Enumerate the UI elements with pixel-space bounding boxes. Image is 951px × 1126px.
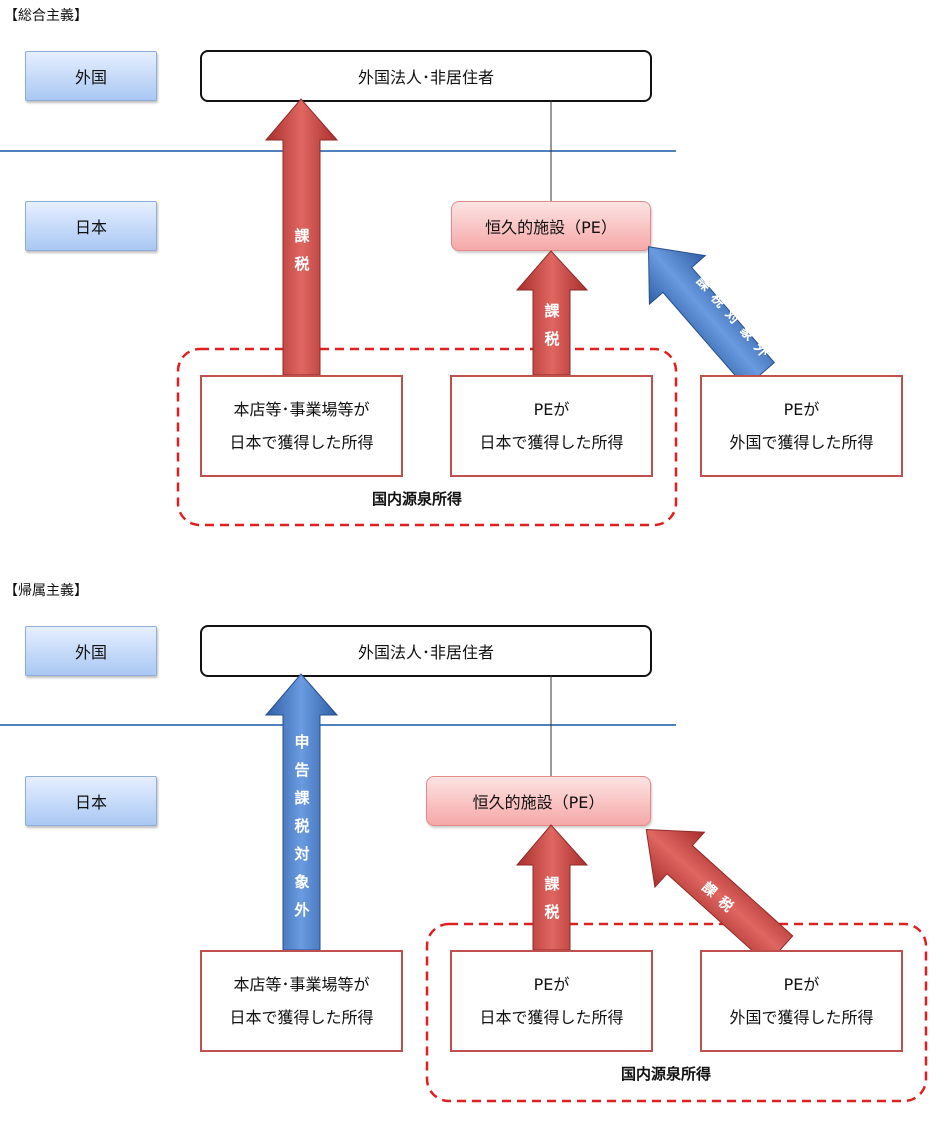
foreign-entity-box: 外国法人･非居住者	[200, 50, 652, 102]
foreign-entity-box: 外国法人･非居住者	[200, 625, 652, 677]
income-line2: 日本で獲得した所得	[229, 433, 374, 452]
income-box-pe-foreign: PEが 外国で獲得した所得	[700, 950, 903, 1052]
section-title-kizoku: 【帰属主義】	[4, 583, 88, 599]
domestic-source-label: 国内源泉所得	[372, 490, 463, 508]
tax-arrow-pe-foreign	[645, 829, 794, 965]
region-foreign: 外国	[25, 51, 157, 101]
section-title-sogo: 【総合主義】	[4, 8, 88, 24]
arrow-label-tax-1: 課税	[294, 227, 310, 273]
region-japan: 日本	[25, 776, 157, 826]
income-line2: 日本で獲得した所得	[479, 433, 624, 452]
diagram-graphics-sogo	[0, 98, 776, 527]
income-line1: PEが	[783, 975, 820, 994]
domestic-source-group	[176, 347, 678, 527]
diagram-graphics-kizoku	[0, 673, 928, 1103]
income-box-pe-foreign: PEが 外国で獲得した所得	[700, 375, 903, 477]
region-foreign: 外国	[25, 626, 157, 676]
tax-arrow-pe-japan	[515, 250, 589, 376]
income-box-pe-japan: PEが 日本で獲得した所得	[450, 375, 653, 477]
income-line2: 外国で獲得した所得	[729, 433, 874, 452]
income-line1: PEが	[783, 400, 820, 419]
pe-box: 恒久的施設（PE）	[426, 776, 651, 826]
region-japan: 日本	[25, 201, 157, 251]
non-tax-arrow-pe-foreign	[647, 246, 776, 389]
domestic-source-group	[425, 922, 928, 1103]
income-line2: 日本で獲得した所得	[479, 1008, 624, 1027]
pe-box: 恒久的施設（PE）	[451, 201, 651, 251]
income-box-head-office: 本店等･事業場等が 日本で獲得した所得	[200, 950, 403, 1052]
tax-arrow-head-office	[264, 98, 339, 376]
income-box-head-office: 本店等･事業場等が 日本で獲得した所得	[200, 375, 403, 477]
income-line1: PEが	[533, 975, 570, 994]
income-line1: 本店等･事業場等が	[233, 400, 370, 419]
income-line1: 本店等･事業場等が	[233, 975, 370, 994]
arrow-label-tax-2: 課税	[544, 875, 560, 921]
tax-arrow-pe-japan	[515, 824, 589, 951]
arrow-label-tax-2: 課税	[544, 302, 560, 348]
income-line2: 日本で獲得した所得	[229, 1008, 374, 1027]
arrow-label-non-tax: 申告課税対象外	[294, 733, 310, 919]
non-tax-arrow-head-office	[264, 673, 339, 951]
income-line1: PEが	[533, 400, 570, 419]
domestic-source-label: 国内源泉所得	[621, 1065, 712, 1083]
income-line2: 外国で獲得した所得	[729, 1008, 874, 1027]
income-box-pe-japan: PEが 日本で獲得した所得	[450, 950, 653, 1052]
